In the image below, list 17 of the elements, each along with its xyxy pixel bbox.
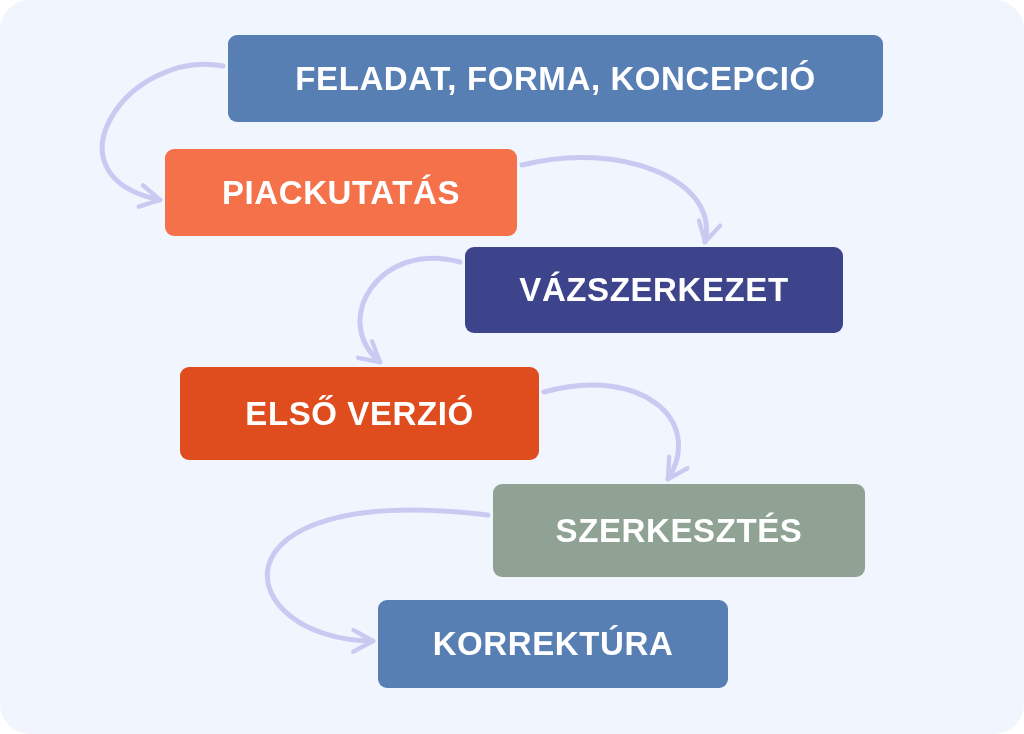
curved-arrow: [99, 61, 226, 207]
curved-arrow: [356, 256, 463, 365]
process-box: [465, 247, 843, 333]
step-label: ELSŐ VERZIÓ: [245, 394, 474, 433]
step-label: FELADAT, FORMA, KONCEPCIÓ: [295, 59, 816, 98]
curved-arrow: [541, 382, 689, 482]
process-box: [493, 484, 865, 577]
curved-arrow: [265, 507, 491, 652]
step-label: SZERKESZTÉS: [555, 511, 803, 550]
process-box: [228, 35, 883, 122]
step-label: PIACKUTATÁS: [221, 173, 461, 212]
step-label: VÁZSZERKEZET: [519, 271, 789, 309]
step-label: KORREKTÚRA: [432, 625, 674, 663]
curved-arrow: [519, 155, 720, 245]
process-box: [165, 149, 517, 236]
process-box: [378, 600, 728, 688]
process-box: [180, 367, 539, 460]
